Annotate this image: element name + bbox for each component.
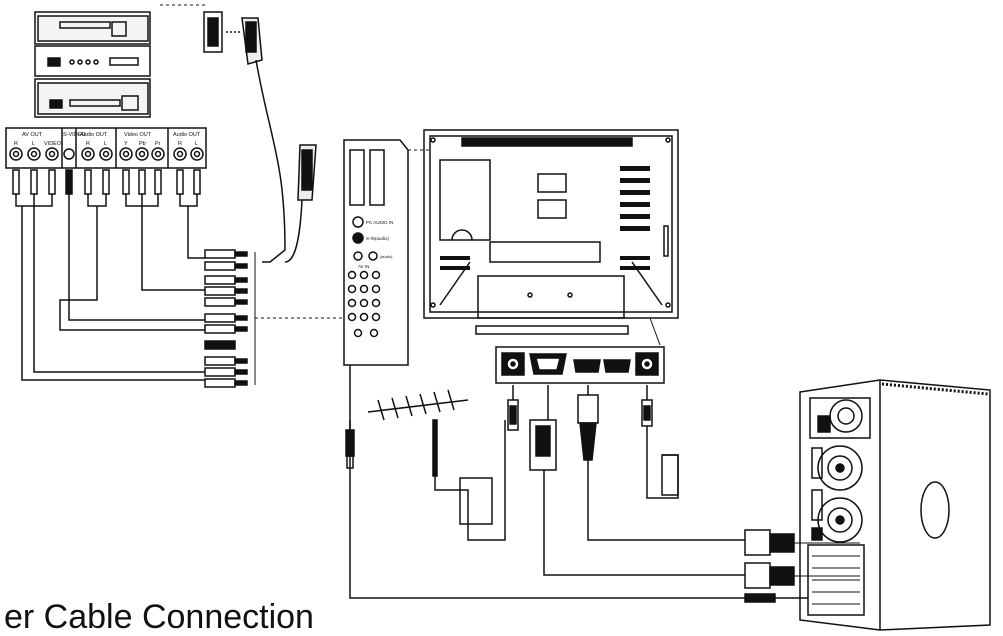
tv-bottom-io-panel: [495, 346, 665, 384]
rca-plug-array: [204, 249, 256, 388]
spdif-label: S-IN(audio): [366, 236, 390, 241]
pc-audio-in-label: PC AUDIO IN: [366, 220, 393, 225]
pc-connectors: [744, 529, 860, 603]
audio-out-2-jack-r: R: [178, 141, 182, 147]
video-out-label: Video OUT: [124, 132, 152, 138]
svideo-label: S-VIDEO: [63, 132, 86, 138]
av-out-jack-video: VIDEO: [44, 141, 62, 147]
pc-tower: [799, 379, 991, 631]
av-cables: [15, 194, 205, 381]
audio-out-1-jack-r: R: [86, 141, 90, 147]
av-out-jack-l: L: [32, 141, 35, 147]
audio-out-1-jack-l: L: [104, 141, 107, 147]
pc-cables: [349, 420, 745, 599]
audio-jack-plug: [345, 365, 355, 469]
av-out-label: AV OUT: [22, 132, 43, 138]
video-out-jack-pr: Pr: [155, 141, 161, 147]
video-out-jack-y: Y: [124, 141, 128, 147]
tv-side-panel: [343, 139, 409, 366]
antenna: [367, 389, 506, 541]
rca-plugs-top: [12, 169, 201, 195]
leader-lines: [160, 4, 345, 319]
av-out-jack-r: R: [14, 141, 18, 147]
scart-cable: [203, 11, 317, 263]
audio-label: (audio): [380, 254, 393, 259]
tv-back: [423, 129, 679, 335]
audio-out-label-1: Audio OUT: [80, 132, 108, 138]
video-out-jack-pb: Pb: [139, 141, 146, 147]
diagram-caption: er Cable Connection: [4, 598, 314, 636]
source-output-panel: [5, 127, 207, 169]
av-in-label: AV IN: [358, 264, 369, 269]
av-source-stack: [34, 11, 151, 118]
audio-out-2-jack-l: L: [195, 141, 198, 147]
tv-bottom-plugs: [507, 385, 653, 471]
audio-out-label-2: Audio OUT: [173, 132, 201, 138]
